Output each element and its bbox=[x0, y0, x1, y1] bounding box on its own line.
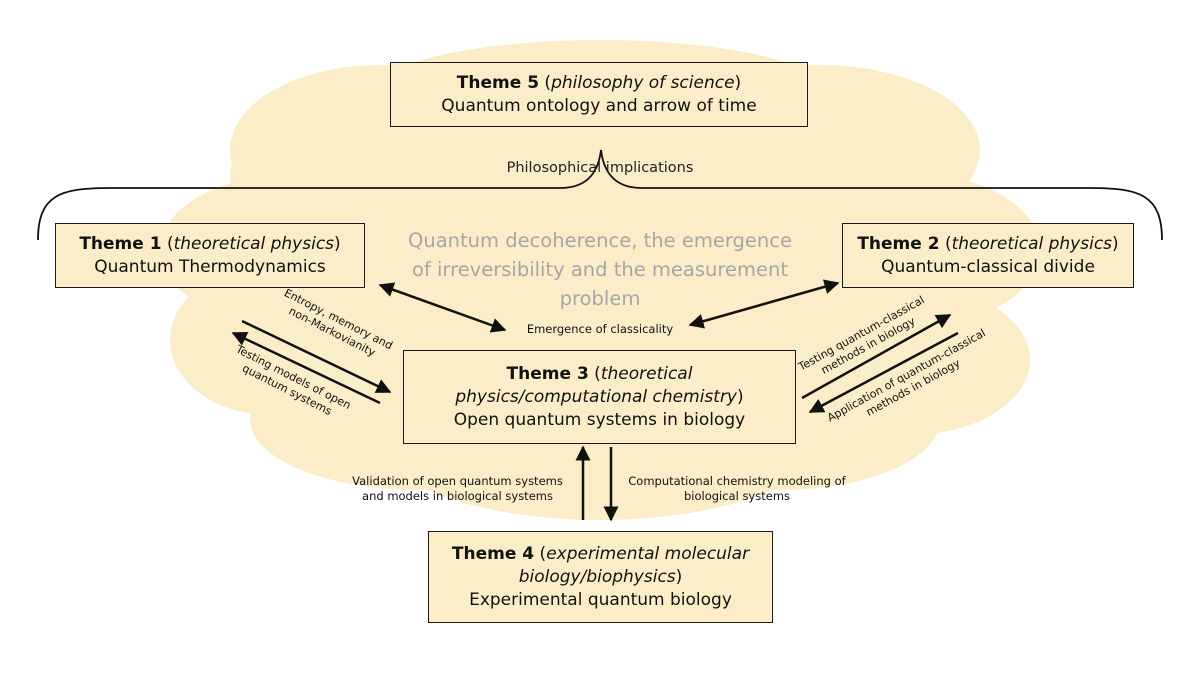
arrow-t2-t3 bbox=[688, 279, 840, 329]
label-computational-chemistry: Computational chemistry modeling of biol… bbox=[622, 474, 852, 504]
center-text-line2: of irreversibility and the measurement bbox=[412, 258, 788, 281]
theme1-name: Theme 1 bbox=[79, 233, 162, 254]
theme1-heading: Theme 1 (theoretical physics) bbox=[79, 233, 341, 254]
center-text-line1: Quantum decoherence, the emergence bbox=[408, 229, 792, 252]
theme3-heading: Theme 3 (theoretical bbox=[506, 363, 693, 384]
theme2-field: theoretical physics bbox=[951, 233, 1113, 254]
theme5-name: Theme 5 bbox=[456, 72, 540, 93]
theme4-heading: Theme 4 (experimental molecular bbox=[451, 543, 750, 564]
theme5-heading: Theme 5 (philosophy of science) bbox=[456, 72, 742, 93]
label-validation: Validation of open quantum systems and m… bbox=[345, 474, 570, 504]
arrow-t2-to-t3-application bbox=[808, 331, 959, 414]
center-text-line3: problem bbox=[559, 287, 641, 310]
theme5-field: philosophy of science bbox=[551, 72, 735, 93]
theme4-name: Theme 4 bbox=[451, 543, 535, 564]
philosophical-implications-label: Philosophical implications bbox=[506, 160, 694, 176]
label-compchem-line2: biological systems bbox=[683, 489, 791, 503]
theme3-title: Open quantum systems in biology bbox=[453, 409, 746, 430]
theme2-name: Theme 2 bbox=[857, 233, 940, 254]
theme3-name: Theme 3 bbox=[506, 363, 589, 384]
theme4-box: Theme 4 (experimental molecular biology/… bbox=[428, 531, 773, 623]
theme3-heading-line2: physics/computational chemistry) bbox=[455, 386, 744, 407]
theme2-title: Quantum-classical divide bbox=[881, 256, 1095, 277]
theme1-title: Quantum Thermodynamics bbox=[94, 256, 326, 277]
arrow-t3-to-t1-testing bbox=[231, 331, 381, 405]
arrow-t3-to-t2-testing bbox=[801, 313, 952, 400]
theme4-field-line2: biology/biophysics bbox=[518, 566, 676, 587]
theme3-field-line2: physics/computational chemistry bbox=[455, 386, 737, 407]
theme3-field-line1: theoretical bbox=[600, 363, 693, 384]
theme2-box: Theme 2 (theoretical physics) Quantum-cl… bbox=[842, 223, 1134, 288]
theme5-box: Theme 5 (philosophy of science) Quantum … bbox=[390, 62, 808, 127]
theme2-heading: Theme 2 (theoretical physics) bbox=[857, 233, 1119, 254]
theme3-box: Theme 3 (theoretical physics/computation… bbox=[403, 350, 796, 444]
theme1-box: Theme 1 (theoretical physics) Quantum Th… bbox=[55, 223, 365, 288]
arrow-t1-t3 bbox=[378, 282, 507, 333]
label-validation-line1: Validation of open quantum systems bbox=[352, 474, 563, 488]
theme4-field-line1: experimental molecular bbox=[546, 543, 750, 564]
theme5-title: Quantum ontology and arrow of time bbox=[441, 95, 757, 116]
theme4-title: Experimental quantum biology bbox=[469, 589, 732, 610]
label-validation-line2: and models in biological systems bbox=[362, 489, 553, 503]
label-compchem-line1: Computational chemistry modeling of bbox=[628, 474, 846, 488]
arrow-t1-to-t3-entropy bbox=[241, 319, 392, 394]
theme1-field: theoretical physics bbox=[173, 233, 335, 254]
theme4-heading-line2: biology/biophysics) bbox=[518, 566, 683, 587]
philosophical-brace bbox=[37, 149, 1163, 241]
center-theme-text: Quantum decoherence, the emergence of ir… bbox=[395, 226, 805, 313]
emergence-of-classicality-label: Emergence of classicality bbox=[526, 322, 674, 336]
